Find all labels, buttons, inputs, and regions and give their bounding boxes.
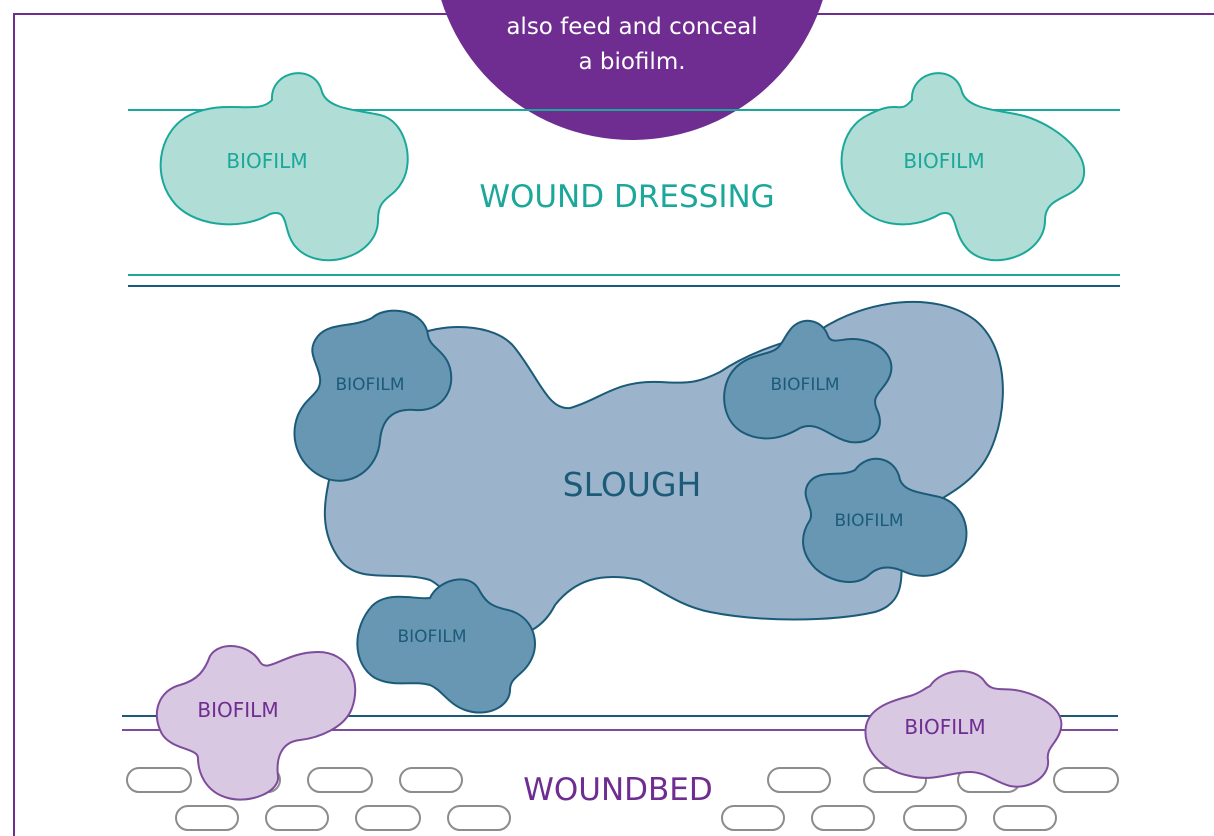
cell [127, 768, 191, 792]
cell [308, 768, 372, 792]
biofilm-label: BIOFILM [771, 375, 840, 395]
biofilm-woundbed-right: BIOFILM [865, 671, 1061, 787]
callout-line-1: also feed and conceal [506, 14, 757, 40]
cell [356, 806, 420, 830]
biofilm-label: BIOFILM [904, 715, 985, 739]
biofilm-label: BIOFILM [835, 511, 904, 531]
biofilm-label: BIOFILM [903, 149, 984, 173]
biofilm-label: BIOFILM [226, 149, 307, 173]
cell [400, 768, 462, 792]
cell [448, 806, 510, 830]
cell [812, 806, 874, 830]
cell [904, 806, 966, 830]
biofilm-label: BIOFILM [398, 627, 467, 647]
cell [1054, 768, 1118, 792]
cell [266, 806, 328, 830]
slough-label: SLOUGH [563, 465, 702, 504]
cell [994, 806, 1056, 830]
cell [176, 806, 238, 830]
cell [768, 768, 830, 792]
woundbed-label: WOUNDBED [523, 772, 713, 808]
cell [722, 806, 784, 830]
biofilm-label: BIOFILM [336, 375, 405, 395]
callout-line-2: a biofilm. [578, 49, 685, 75]
biofilm-dressing-left: BIOFILM [161, 73, 408, 260]
callout-bubble: also feed and conceal a biofilm. [432, 0, 832, 140]
biofilm-dressing-right: BIOFILM [842, 73, 1085, 260]
biofilm-label: BIOFILM [197, 698, 278, 722]
wound-dressing-label: WOUND DRESSING [479, 179, 774, 215]
